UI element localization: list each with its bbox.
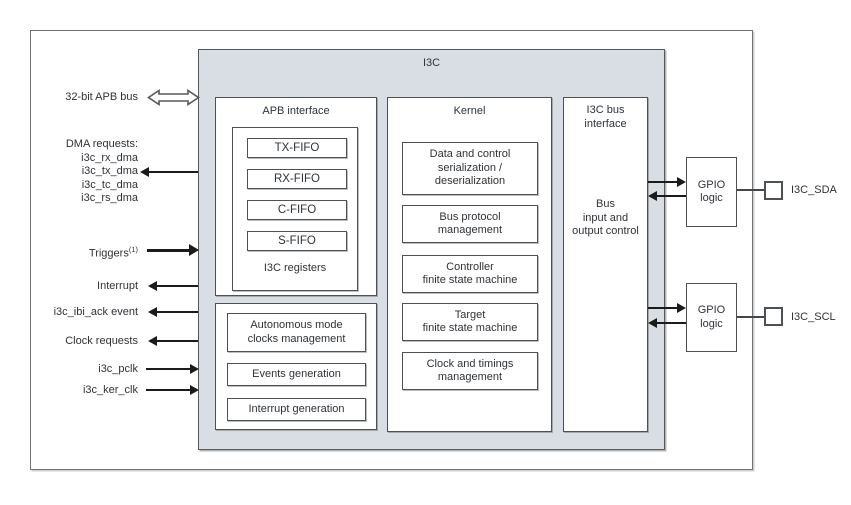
ibi-ack-arrow [148,307,198,317]
c-fifo-box: C-FIFO [247,200,347,220]
scl-pad [764,307,783,326]
bus-io-control-label: Bus input and output control [572,198,639,237]
scl-pad-label: I3C_SCL [791,311,836,323]
pclk-arrow [146,364,199,374]
dma-signal-label: i3c_rx_dma [81,151,138,164]
bus-protocol-box: Bus protocol management [402,205,538,243]
i3c-registers-label: I3C registers [263,262,327,274]
dma-requests-group: DMA requests: i3c_rx_dma i3c_tx_dma i3c_… [30,138,138,206]
controller-fsm-box: Controller finite state machine [402,255,538,293]
sda-in-arrow [648,191,686,201]
sda-pad [764,181,783,200]
clock-requests-label: Clock requests [65,335,138,347]
rx-fifo-box: RX-FIFO [247,169,347,189]
i3c-module-title: I3C [422,57,441,69]
ibi-ack-label: i3c_ibi_ack event [53,306,138,318]
triggers-text: Triggers [88,247,129,260]
dma-signal-label: i3c_rs_dma [81,192,138,204]
clock-requests-arrow [148,336,198,346]
serialization-box: Data and control serialization / deseria… [402,142,538,195]
apb-bus-label: 32-bit APB bus [65,91,138,103]
apb-bus-double-arrow-icon [147,89,200,106]
gpio-logic-scl-box: GPIO logic [686,283,737,352]
dma-signal-label: i3c_tx_dma [81,165,138,177]
dma-arrow [140,167,198,177]
triggers-label: Triggers(1) [30,243,138,260]
s-fifo-box: S-FIFO [247,231,347,251]
events-generation-box: Events generation [227,363,366,386]
scl-in-arrow [648,318,686,328]
sda-pad-label: I3C_SDA [791,184,837,196]
autonomous-clocks-box: Autonomous mode clocks management [227,313,366,352]
dma-requests-label: DMA requests: [65,138,138,150]
ker-clk-label: i3c_ker_clk [82,384,138,396]
triggers-footnote: (1) [128,245,138,254]
ker-clk-arrow [146,385,199,395]
i3c-bus-interface-title: I3C bus interface [584,104,627,130]
dma-signal-label: i3c_tc_dma [81,178,138,191]
scl-pad-wire [737,316,764,318]
triggers-arrow [147,244,199,256]
target-fsm-box: Target finite state machine [402,303,538,341]
interrupt-arrow [148,281,198,291]
interrupt-generation-box: Interrupt generation [227,398,366,421]
scl-out-arrow [648,303,686,313]
interrupt-label: Interrupt [97,280,138,292]
i3c-bus-interface-box [563,97,648,432]
sda-out-arrow [648,177,686,187]
clock-timings-box: Clock and timings management [402,352,538,390]
kernel-title: Kernel [453,105,486,117]
tx-fifo-box: TX-FIFO [247,138,347,158]
apb-interface-title: APB interface [262,105,330,117]
sda-pad-wire [737,189,764,191]
pclk-label: i3c_pclk [98,363,138,375]
gpio-logic-sda-box: GPIO logic [686,157,737,227]
